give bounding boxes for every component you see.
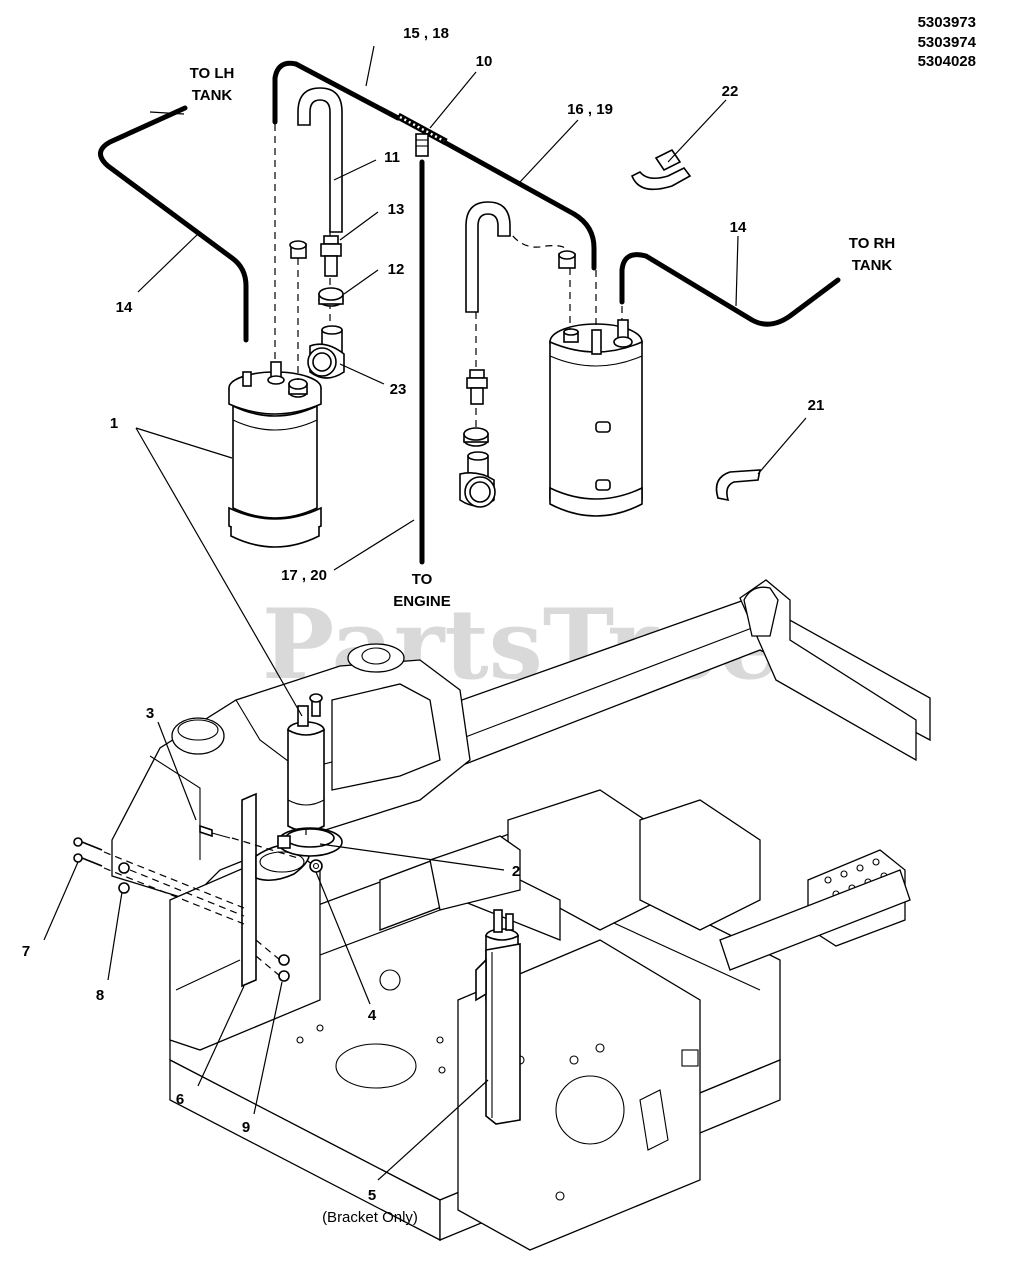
- screw-3: [199, 824, 231, 839]
- part-number-2: 5303974: [918, 34, 977, 51]
- tee-fitting: [396, 112, 448, 157]
- clamp-right-top: [558, 250, 576, 269]
- callout-2: 2: [512, 863, 520, 880]
- clamp-12: [318, 287, 344, 307]
- callout-5-note: (Bracket Only): [322, 1209, 418, 1226]
- breather-tube-left: [297, 87, 343, 233]
- callout-7: 7: [22, 943, 30, 960]
- callout-11: 11: [384, 149, 400, 166]
- nuts-8: [118, 862, 130, 894]
- callout-8: 8: [96, 987, 104, 1004]
- callout-10: 10: [476, 53, 493, 70]
- callout-1: 1: [110, 415, 118, 432]
- assembly-line: [255, 955, 281, 977]
- bracket-5: [475, 943, 521, 1125]
- elbow-23: [307, 325, 345, 379]
- clamp-right: [463, 427, 489, 447]
- label-to-rh-tank-2: TANK: [852, 257, 893, 274]
- hose-14-right: [619, 252, 841, 327]
- label-to-lh-tank-2: TANK: [192, 87, 233, 104]
- part-number-3: 5304028: [918, 53, 976, 70]
- clamp-left: [289, 240, 307, 259]
- leader-lines: [43, 45, 807, 1181]
- part-number-1: 5303973: [918, 14, 976, 31]
- callout-3: 3: [146, 705, 154, 722]
- callout-21: 21: [808, 397, 825, 414]
- nut-4: [309, 859, 323, 873]
- part-number-list: 5303973 5303974 5304028: [918, 14, 977, 70]
- callout-9: 9: [242, 1119, 250, 1136]
- callout-4: 4: [368, 1007, 377, 1024]
- callout-6: 6: [176, 1091, 184, 1108]
- assembly-line: [103, 867, 245, 925]
- assembly-line: [505, 225, 569, 253]
- hose-clip-22: [630, 148, 692, 191]
- hose-15-18: [272, 60, 401, 125]
- assembly-line: [129, 869, 245, 917]
- callout-22: 22: [722, 83, 739, 100]
- bolts-7: [73, 837, 103, 867]
- callout-14-left: 14: [116, 299, 133, 316]
- canister-right: [549, 319, 643, 517]
- callout-23: 23: [390, 381, 407, 398]
- callout-16-19: 16 , 19: [567, 101, 613, 118]
- hose-clip-21: [715, 469, 761, 502]
- chassis-frame: [111, 579, 931, 1251]
- assembly-line: [103, 851, 245, 909]
- canister-left: [228, 361, 322, 548]
- fitting-13: [320, 235, 342, 277]
- callout-5: 5: [368, 1187, 376, 1204]
- destination-labels: TO LH TANK TO RH TANK TO ENGINE: [190, 65, 896, 610]
- callout-17-20: 17 , 20: [281, 567, 327, 584]
- canister-mounted-left: [287, 693, 325, 832]
- callout-labels: 15 , 18 10 16 , 19 22 11 13 14 12 14 23 …: [22, 25, 825, 1226]
- label-to-rh-tank-1: TO RH: [849, 235, 895, 252]
- nuts-9: [278, 954, 290, 982]
- callout-14-right: 14: [730, 219, 747, 236]
- clamp-ring-2: [277, 827, 343, 857]
- elbow-right: [459, 451, 496, 508]
- label-to-engine-2: ENGINE: [393, 593, 451, 610]
- hose-14-left: [98, 105, 249, 343]
- callout-13: 13: [388, 201, 405, 218]
- breather-tube-right: [465, 201, 511, 313]
- label-to-engine-1: TO: [412, 571, 433, 588]
- assembly-line: [255, 939, 281, 961]
- hose-16-19: [441, 139, 597, 271]
- label-to-lh-tank-1: TO LH: [190, 65, 235, 82]
- callout-12: 12: [388, 261, 405, 278]
- callout-15-18: 15 , 18: [403, 25, 449, 42]
- fitting-right: [466, 369, 488, 405]
